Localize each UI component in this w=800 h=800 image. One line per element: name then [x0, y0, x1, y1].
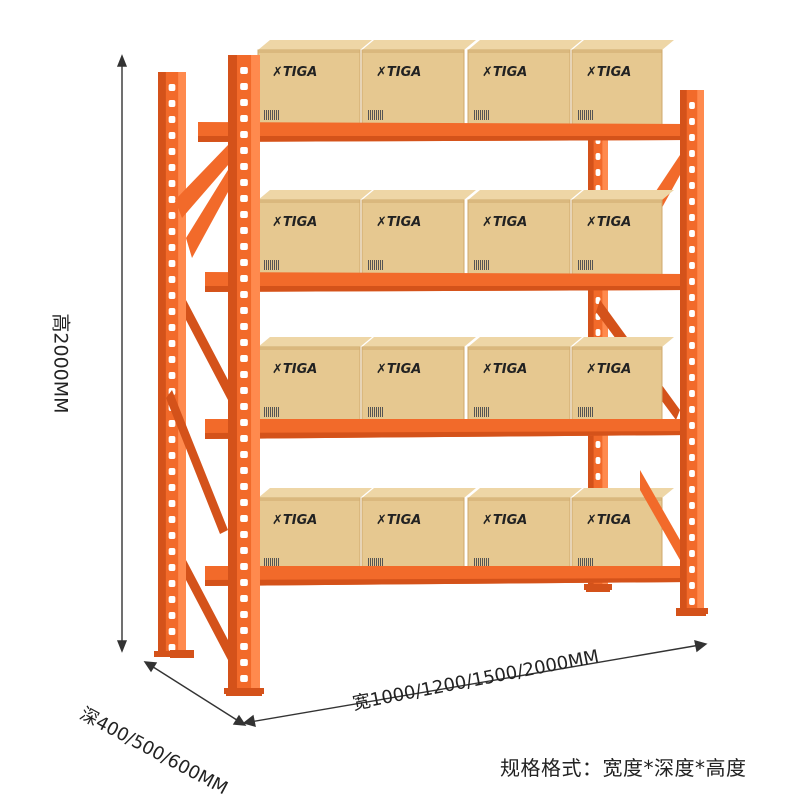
cardboard-box: ✗TIGA	[571, 488, 674, 575]
shelf-level: ✗TIGA ✗TIGA ✗TIGA ✗TIGA	[205, 488, 688, 586]
barcode-icon	[578, 260, 593, 270]
cardboard-box: ✗TIGA	[467, 488, 582, 575]
side-brace	[186, 560, 228, 660]
beam-shadow	[205, 286, 688, 292]
box-brand-logo: ✗TIGA	[376, 65, 421, 80]
side-brace	[186, 170, 228, 258]
cardboard-box: ✗TIGA	[361, 190, 476, 277]
foot-plate	[170, 650, 194, 658]
front-left-upright	[224, 55, 264, 694]
beam-shadow	[205, 431, 688, 439]
depth-dimension-arrow	[143, 661, 247, 726]
box-brand-logo: ✗TIGA	[376, 513, 421, 528]
barcode-icon	[368, 407, 383, 417]
barcode-icon	[264, 110, 279, 120]
cardboard-box: ✗TIGA	[257, 488, 372, 575]
box-brand-logo: ✗TIGA	[376, 215, 421, 230]
barcode-icon	[474, 260, 489, 270]
cardboard-box: ✗TIGA	[257, 337, 372, 424]
box-brand-logo: ✗TIGA	[586, 362, 631, 377]
barcode-icon	[264, 260, 279, 270]
box-brand-logo: ✗TIGA	[482, 65, 527, 80]
beam-shadow	[205, 578, 688, 586]
cardboard-box: ✗TIGA	[361, 337, 476, 424]
cardboard-box: ✗TIGA	[467, 40, 582, 127]
box-brand-logo: ✗TIGA	[376, 362, 421, 377]
foot-plate	[586, 584, 610, 592]
box-brand-logo: ✗TIGA	[482, 215, 527, 230]
barcode-icon	[474, 110, 489, 120]
cardboard-box: ✗TIGA	[467, 190, 582, 277]
barcode-icon	[578, 110, 593, 120]
barcode-icon	[578, 407, 593, 417]
cardboard-box: ✗TIGA	[571, 190, 674, 277]
box-brand-logo: ✗TIGA	[586, 65, 631, 80]
front-right-upright	[676, 90, 708, 614]
box-brand-logo: ✗TIGA	[272, 362, 317, 377]
cardboard-box: ✗TIGA	[467, 337, 582, 424]
box-brand-logo: ✗TIGA	[586, 215, 631, 230]
foot-plate	[676, 608, 706, 616]
box-brand-logo: ✗TIGA	[482, 513, 527, 528]
shelf-level: ✗TIGA ✗TIGA ✗TIGA ✗TIGA	[205, 337, 688, 439]
barcode-icon	[368, 558, 383, 568]
barcode-icon	[578, 558, 593, 568]
side-brace	[640, 470, 680, 560]
width-dimension-arrow	[242, 640, 708, 727]
beam-shadow	[198, 136, 688, 142]
box-brand-logo: ✗TIGA	[586, 513, 631, 528]
height-dimension-arrow	[116, 54, 128, 653]
barcode-icon	[264, 558, 279, 568]
cardboard-box: ✗TIGA	[361, 488, 476, 575]
barcode-icon	[368, 260, 383, 270]
box-brand-logo: ✗TIGA	[482, 362, 527, 377]
back-brace	[166, 390, 228, 534]
shelf-level: ✗TIGA ✗TIGA ✗TIGA ✗TIGA	[198, 40, 688, 142]
rack-shelf-levels: ✗TIGA✗TIGA✗TIGA✗TIGA✗TIGA✗TIGA✗TIGA✗TIGA…	[198, 40, 688, 586]
cardboard-box: ✗TIGA	[571, 40, 674, 127]
side-brace	[186, 300, 228, 400]
foot-plate	[226, 688, 262, 696]
box-brand-logo: ✗TIGA	[272, 65, 317, 80]
shelf-level: ✗TIGA ✗TIGA ✗TIGA ✗TIGA	[205, 190, 688, 292]
rack-front-frame	[170, 55, 708, 696]
barcode-icon	[264, 407, 279, 417]
barcode-icon	[474, 558, 489, 568]
barcode-icon	[368, 110, 383, 120]
cardboard-box: ✗TIGA	[257, 40, 372, 127]
spec-format-label: 规格格式：宽度*深度*高度	[500, 756, 747, 780]
cardboard-box: ✗TIGA	[571, 337, 674, 424]
cardboard-box: ✗TIGA	[361, 40, 476, 127]
back-brace	[175, 145, 228, 218]
cardboard-box: ✗TIGA	[257, 190, 372, 277]
box-brand-logo: ✗TIGA	[272, 513, 317, 528]
back-left-upright	[154, 72, 190, 657]
barcode-icon	[474, 407, 489, 417]
height-label: 高2000MM	[49, 313, 72, 414]
box-brand-logo: ✗TIGA	[272, 215, 317, 230]
